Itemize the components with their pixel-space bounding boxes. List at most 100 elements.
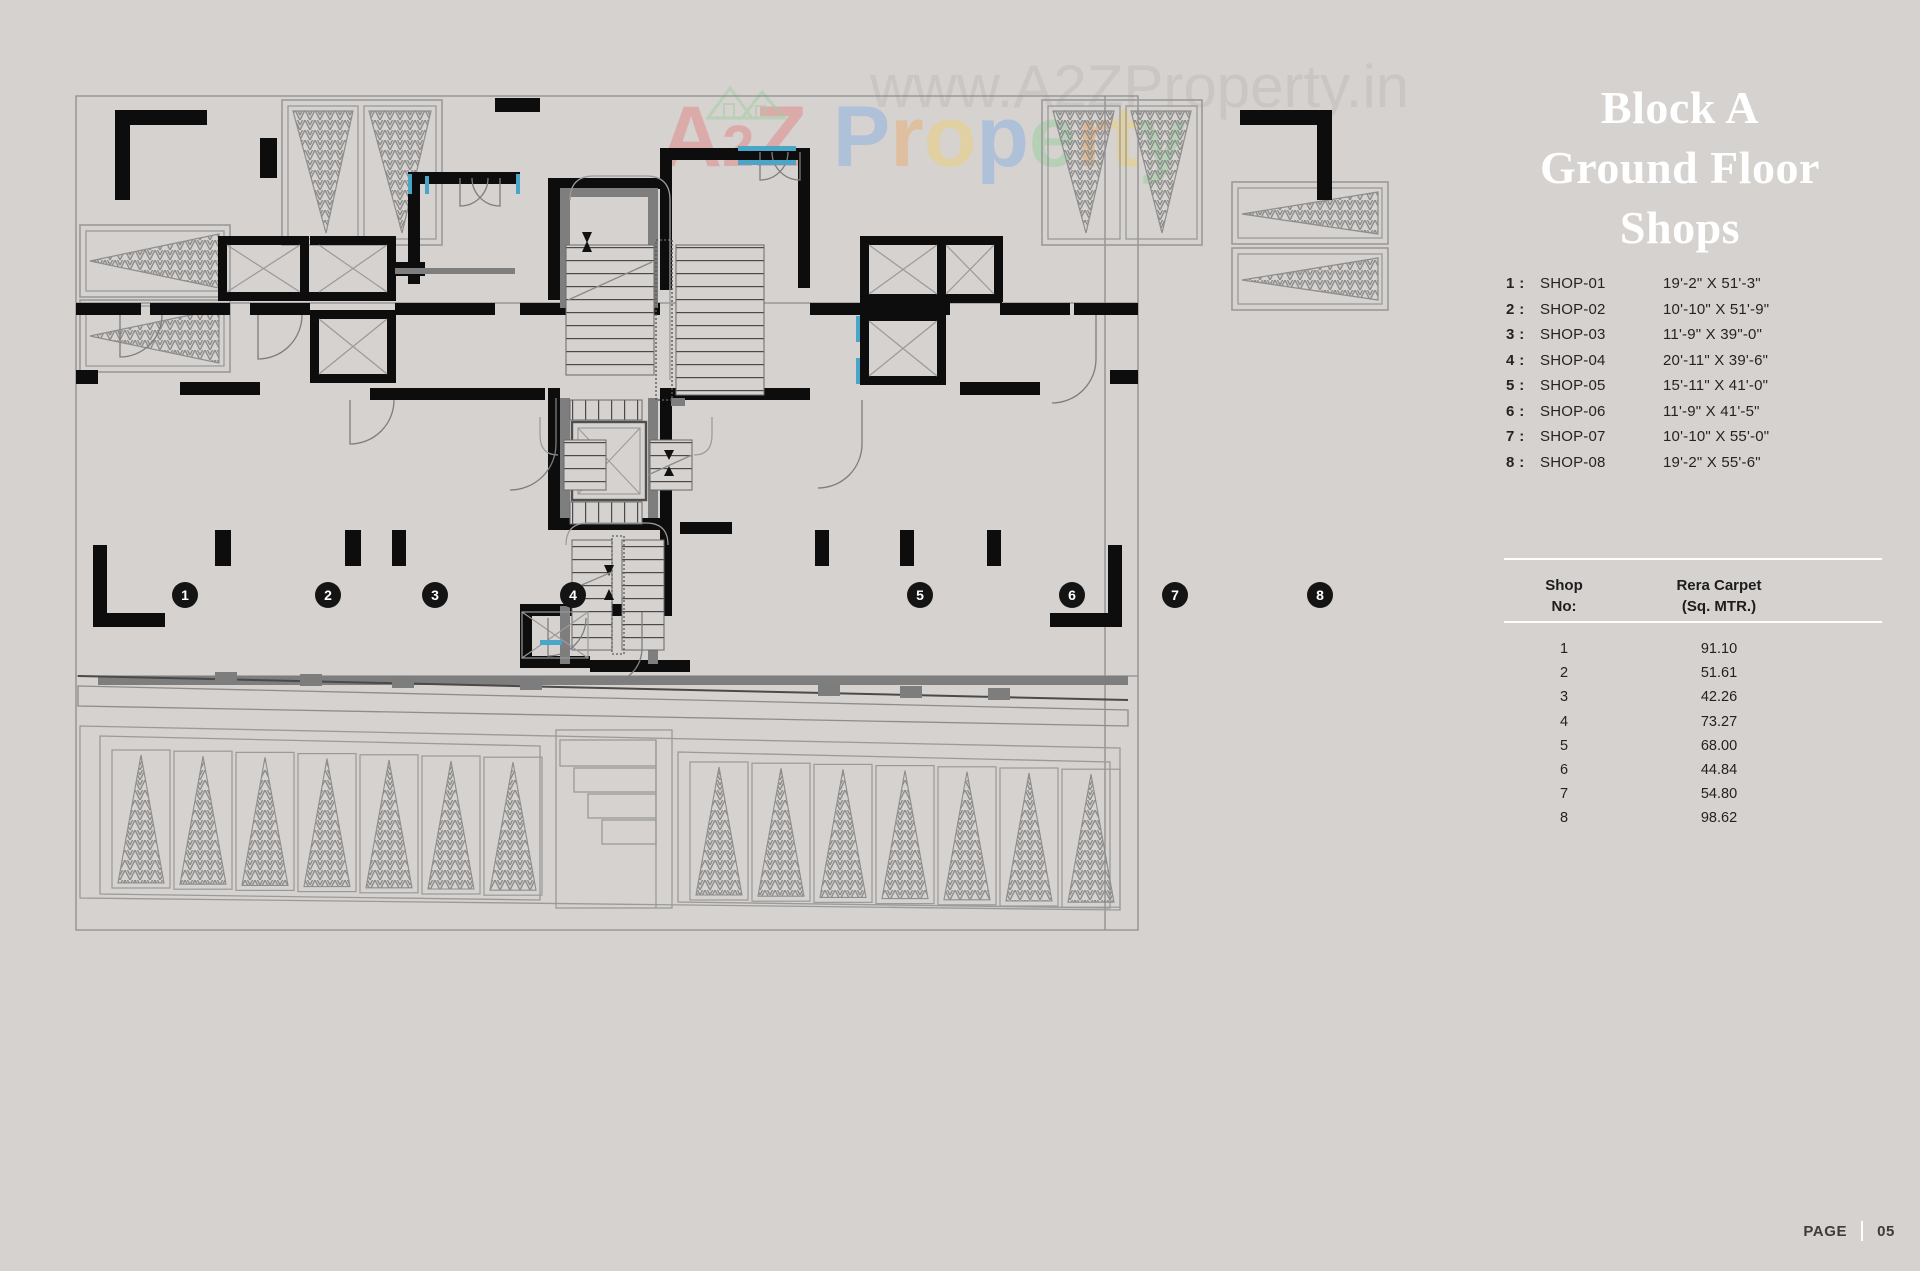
bay-outline bbox=[173, 750, 233, 890]
bay-outline bbox=[421, 755, 481, 895]
bay-outline bbox=[235, 751, 295, 892]
bay-tree-hatch bbox=[819, 769, 867, 898]
marker-label: 5 bbox=[916, 587, 924, 603]
title-line-2: Ground Floor bbox=[1540, 142, 1820, 193]
shop-marker-2: 2 bbox=[315, 582, 341, 608]
bay-outline bbox=[937, 766, 997, 906]
bay-tree-hatch bbox=[179, 756, 227, 885]
shop-legend-index: 7 : bbox=[1506, 428, 1525, 445]
parking-bay bbox=[359, 754, 419, 894]
cell-shop-no: 4 bbox=[1559, 713, 1569, 730]
footer-page-number: 05 bbox=[1877, 1222, 1895, 1240]
marker-circle bbox=[315, 582, 341, 608]
bay-outline bbox=[999, 767, 1059, 907]
planter-group-top-right bbox=[1231, 181, 1389, 311]
shop-marker-8: 8 bbox=[1307, 582, 1333, 608]
cell-rera-carpet: 42.26 bbox=[1700, 689, 1738, 706]
shop-marker-7: 7 bbox=[1162, 582, 1188, 608]
parking-bay bbox=[483, 756, 543, 896]
footer-divider bbox=[1861, 1221, 1864, 1241]
shop-legend-name: SHOP-02 bbox=[1540, 300, 1606, 318]
marker-label: 2 bbox=[324, 587, 332, 603]
shop-legend-dimensions: 15'-11" X 41'-0" bbox=[1663, 377, 1769, 394]
marker-circle bbox=[1162, 582, 1188, 608]
parking-bay bbox=[937, 766, 997, 906]
cell-shop-no: 6 bbox=[1559, 762, 1569, 779]
parking-bay bbox=[173, 750, 233, 890]
bay-tree-hatch bbox=[303, 758, 351, 888]
shop-legend-index: 3 : bbox=[1506, 326, 1525, 343]
bay-tree-hatch bbox=[489, 762, 537, 891]
parking-bays-right bbox=[677, 751, 1121, 909]
cell-shop-no: 7 bbox=[1559, 786, 1569, 803]
parking-bay bbox=[111, 749, 171, 889]
bay-tree-hatch bbox=[1067, 774, 1115, 903]
parking-bay bbox=[421, 755, 481, 895]
shop-legend-dimensions: 11'-9" X 41'-5" bbox=[1663, 402, 1760, 420]
shop-legend-name: SHOP-05 bbox=[1540, 377, 1606, 394]
bay-tree-hatch bbox=[365, 759, 413, 889]
shop-legend-name: SHOP-07 bbox=[1540, 428, 1606, 445]
bay-tree-hatch bbox=[695, 766, 743, 896]
door-swings bbox=[119, 151, 1097, 685]
shop-legend-index: 8 : bbox=[1506, 453, 1525, 471]
table-rule-mid bbox=[1504, 621, 1882, 623]
bay-outline bbox=[689, 761, 749, 901]
marker-circle bbox=[907, 582, 933, 608]
cell-shop-no: 8 bbox=[1559, 810, 1569, 827]
entrance-apron bbox=[77, 672, 1129, 727]
shop-legend-index: 2 : bbox=[1506, 300, 1525, 318]
shop-legend-name: SHOP-01 bbox=[1540, 275, 1606, 292]
marker-label: 3 bbox=[431, 587, 439, 603]
cell-rera-carpet: 98.62 bbox=[1700, 810, 1738, 827]
bay-tree-hatch bbox=[757, 768, 805, 897]
bay-outline bbox=[297, 752, 357, 893]
page-title: Block A Ground Floor Shops bbox=[1460, 78, 1900, 258]
marker-label: 6 bbox=[1068, 587, 1076, 603]
bay-outline bbox=[359, 754, 419, 894]
bay-outline bbox=[1061, 768, 1121, 908]
shop-legend-index: 4 : bbox=[1506, 351, 1525, 369]
shop-marker-6: 6 bbox=[1059, 582, 1085, 608]
marker-circle bbox=[172, 582, 198, 608]
shop-legend-dimensions: 11'-9" X 39"-0" bbox=[1663, 326, 1763, 343]
table-rule-top bbox=[1504, 558, 1882, 560]
bay-outline bbox=[751, 762, 811, 902]
shop-legend-index: 6 : bbox=[1506, 402, 1525, 420]
shop-marker-5: 5 bbox=[907, 582, 933, 608]
cell-shop-no: 3 bbox=[1559, 689, 1569, 706]
shop-marker-1: 1 bbox=[172, 582, 198, 608]
parking-bay bbox=[235, 751, 295, 892]
bay-outline bbox=[875, 764, 935, 905]
bay-tree-hatch bbox=[117, 754, 165, 884]
watermark-house-icon bbox=[705, 85, 788, 120]
parking-bay bbox=[689, 761, 749, 901]
table-header-row: Shop No: Rera Carpet (Sq. MTR.) bbox=[1504, 575, 1882, 617]
planter-group-top-tall-right bbox=[1041, 99, 1203, 246]
bay-tree-hatch bbox=[241, 757, 289, 886]
bay-tree-hatch bbox=[427, 760, 475, 890]
page-footer: PAGE 05 bbox=[1803, 1221, 1895, 1241]
bay-outline bbox=[111, 749, 171, 889]
marker-label: 1 bbox=[181, 587, 189, 603]
marker-circle bbox=[422, 582, 448, 608]
parking-bay bbox=[751, 762, 811, 902]
bay-tree-hatch bbox=[1005, 772, 1053, 902]
marker-circle bbox=[560, 582, 586, 608]
glazing-strips bbox=[408, 146, 860, 645]
